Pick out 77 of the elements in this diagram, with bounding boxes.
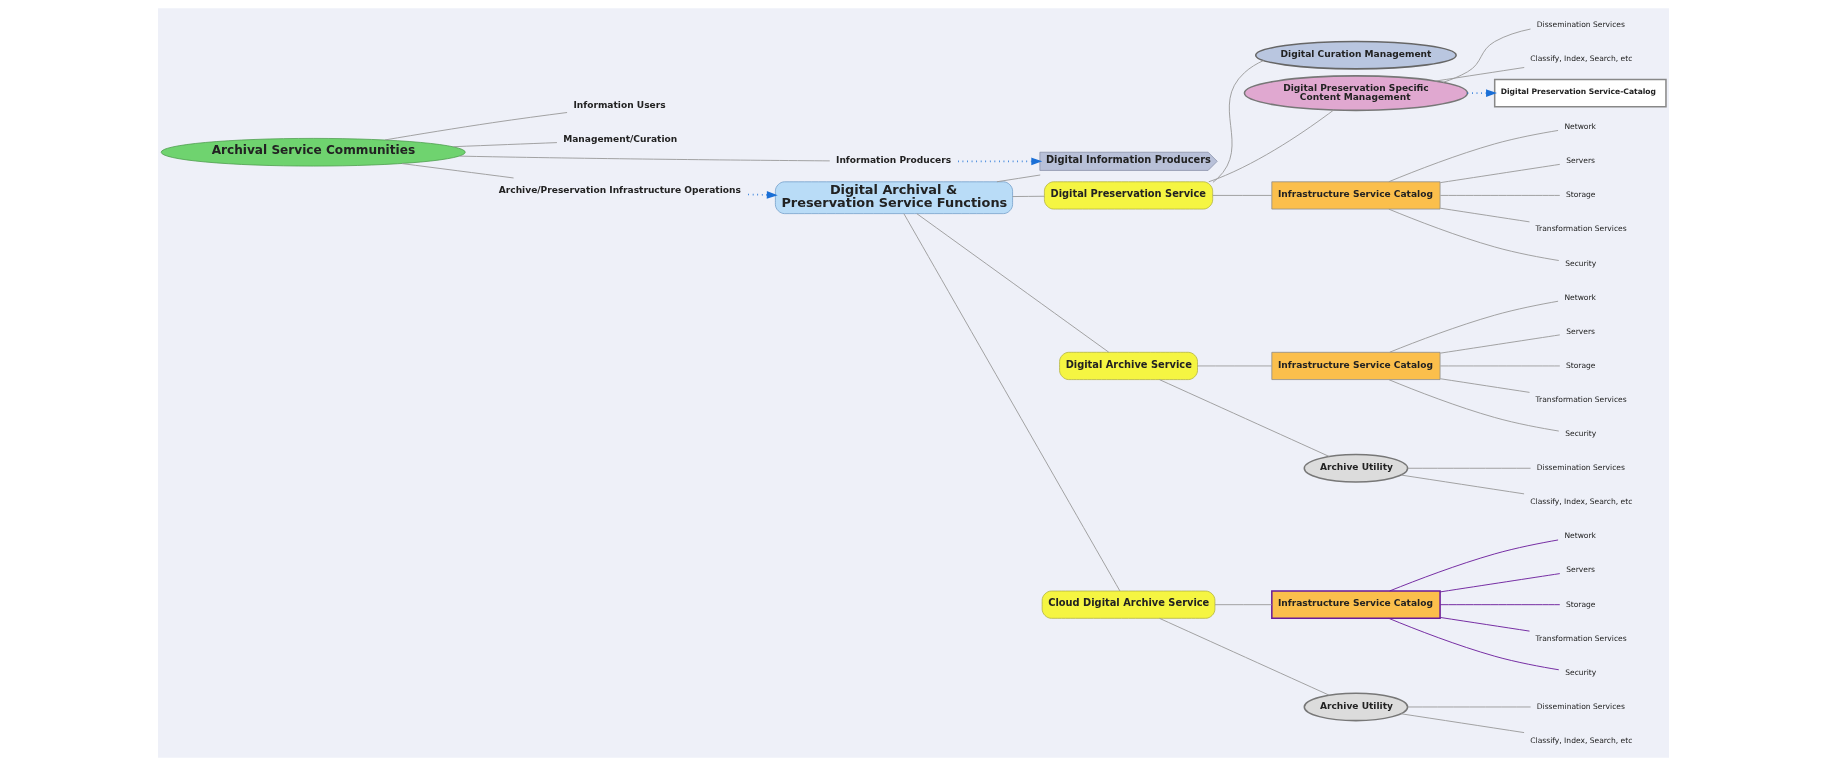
node-text: Archive/Preservation Infrastructure Operations	[498, 185, 741, 196]
connector	[902, 213, 1120, 592]
connector	[1439, 365, 1560, 367]
connector	[1400, 474, 1525, 495]
connector	[1406, 467, 1531, 469]
connector	[996, 174, 1041, 183]
node-text: Transformation Services	[1535, 633, 1627, 643]
connector	[1211, 194, 1272, 196]
node-text: Storage	[1565, 599, 1596, 609]
connector	[1158, 379, 1330, 457]
node-box: Digital Archive Service	[1058, 351, 1198, 380]
node-text: Security	[1564, 429, 1596, 439]
node-text: Management/Curation	[562, 133, 677, 144]
node-text: Classify, Index, Search, etc	[1529, 53, 1632, 63]
connector	[1439, 194, 1560, 196]
connector	[1387, 617, 1559, 671]
node-text: Dissemination Services	[1536, 701, 1625, 711]
connector	[1406, 706, 1531, 708]
connector	[452, 142, 557, 148]
node-text: Security	[1564, 258, 1596, 268]
node-box: Infrastructure Service Catalog	[1270, 590, 1441, 620]
connector	[1400, 713, 1525, 734]
connector	[401, 163, 514, 179]
connector	[1387, 130, 1559, 183]
node-box: Digital Archival & Preservation Service Functions	[774, 181, 1013, 214]
connector	[1442, 28, 1531, 83]
node-box: Cloud Digital Archive Service	[1041, 590, 1215, 619]
node-text: Storage	[1565, 360, 1596, 370]
connector	[384, 112, 568, 141]
node-text: Network	[1563, 122, 1596, 132]
node-text: Servers	[1565, 156, 1595, 166]
node-text: Dissemination Services	[1536, 19, 1625, 29]
node-ellipse: Digital Curation Management	[1254, 40, 1457, 70]
node-text: Security	[1564, 667, 1596, 677]
connector	[1439, 573, 1560, 593]
node-text: Classify, Index, Search, etc	[1529, 735, 1632, 745]
node-text: Information Producers	[835, 154, 951, 165]
connector	[1439, 163, 1560, 184]
node-text: Network	[1563, 531, 1596, 541]
node-text: Network	[1563, 292, 1596, 302]
connector	[915, 213, 1109, 353]
arrow	[956, 157, 1042, 166]
node-text: Servers	[1565, 565, 1595, 575]
connector	[1439, 207, 1530, 223]
connector	[1439, 378, 1530, 393]
node-ellipse: Archival Service Communities	[160, 138, 466, 167]
node-box: Infrastructure Service Catalog	[1270, 351, 1440, 380]
node-text: Dissemination Services	[1536, 463, 1625, 473]
connector	[1212, 60, 1264, 183]
connector	[1439, 617, 1530, 632]
connector	[1387, 379, 1559, 432]
connector	[1214, 604, 1272, 606]
node-text: Transformation Services	[1535, 394, 1627, 404]
connector	[1388, 539, 1559, 592]
connector	[1434, 67, 1525, 82]
node-ellipse: Archive Utility	[1303, 692, 1408, 722]
connector	[1158, 617, 1330, 696]
connector	[1207, 109, 1334, 183]
node-box: Digital Preservation Service	[1043, 181, 1213, 210]
node-text: Transformation Services	[1535, 224, 1627, 234]
node-box: Digital Preservation Service-Catalog	[1493, 78, 1667, 108]
node-text: Storage	[1565, 190, 1596, 200]
connector	[1439, 334, 1560, 354]
node-text: Servers	[1565, 326, 1595, 336]
node-text: Classify, Index, Search, etc	[1529, 497, 1632, 507]
connector	[1196, 365, 1272, 367]
node-ellipse: Digital Preservation Specific Content Management	[1243, 75, 1468, 112]
connector	[1439, 604, 1560, 606]
node-box: Infrastructure Service Catalog	[1270, 181, 1440, 210]
connector	[458, 155, 830, 162]
arrow	[746, 191, 778, 199]
node-text: Information Users	[572, 99, 666, 110]
arrow	[1466, 89, 1497, 97]
node-ellipse: Archive Utility	[1303, 453, 1408, 483]
connector	[1011, 195, 1045, 197]
connector	[1387, 208, 1559, 261]
connector	[1388, 300, 1559, 353]
